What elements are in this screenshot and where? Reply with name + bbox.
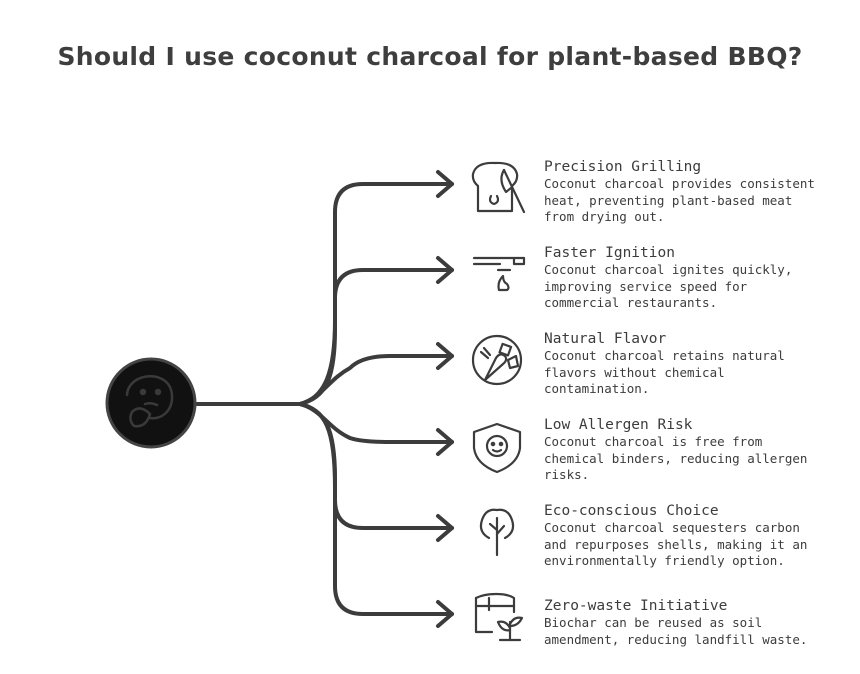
arrowhead-4 — [436, 428, 454, 456]
item-title: Eco-conscious Choice — [544, 503, 719, 519]
tree-icon — [479, 508, 515, 557]
item-description: Coconut charcoal retains natural flavors… — [544, 348, 785, 396]
item-natural-flavor: Natural Flavor Coconut charcoal retains … — [544, 330, 844, 398]
center-node — [105, 357, 197, 449]
item-title: Precision Grilling — [544, 159, 702, 175]
arrowhead-3 — [436, 342, 454, 370]
item-title: Natural Flavor — [544, 331, 667, 347]
arrowhead-1 — [436, 170, 454, 198]
arrowhead-5 — [436, 514, 454, 542]
branch-connector-6 — [298, 402, 454, 616]
item-title: Low Allergen Risk — [544, 417, 693, 433]
item-faster-ignition: Faster Ignition Coconut charcoal ignites… — [544, 244, 844, 312]
thinking-face-icon — [125, 375, 174, 428]
item-description: Coconut charcoal is free from chemical b… — [544, 434, 808, 482]
toast-knife-icon — [471, 161, 526, 214]
item-zero-waste-initiative: Zero-waste Initiative Biochar can be reu… — [544, 597, 844, 648]
arrowhead-6 — [436, 600, 454, 628]
shield-face-icon — [472, 422, 522, 474]
item-low-allergen-risk: Low Allergen Risk Coconut charcoal is fr… — [544, 416, 844, 484]
branch-connector-3 — [298, 354, 454, 406]
arrowhead-2 — [436, 256, 454, 284]
gas-burner-icon — [472, 256, 526, 292]
branch-connector-1 — [298, 182, 454, 406]
item-title: Faster Ignition — [544, 245, 675, 261]
box-sprout-icon — [474, 592, 524, 642]
vegetables-icon — [471, 334, 523, 386]
page-title: Should I use coconut charcoal for plant-… — [57, 42, 803, 71]
item-description: Coconut charcoal sequesters carbon and r… — [544, 520, 808, 568]
item-description: Coconut charcoal ignites quickly, improv… — [544, 262, 793, 310]
item-description: Coconut charcoal provides consistent hea… — [544, 176, 815, 224]
item-eco-conscious-choice: Eco-conscious Choice Coconut charcoal se… — [544, 502, 844, 570]
item-title: Zero-waste Initiative — [544, 598, 728, 614]
branch-connector-4 — [298, 402, 454, 444]
item-precision-grilling: Precision Grilling Coconut charcoal prov… — [544, 158, 844, 226]
item-description: Biochar can be reused as soil amendment,… — [544, 615, 808, 647]
branch-connector-5 — [298, 402, 454, 530]
